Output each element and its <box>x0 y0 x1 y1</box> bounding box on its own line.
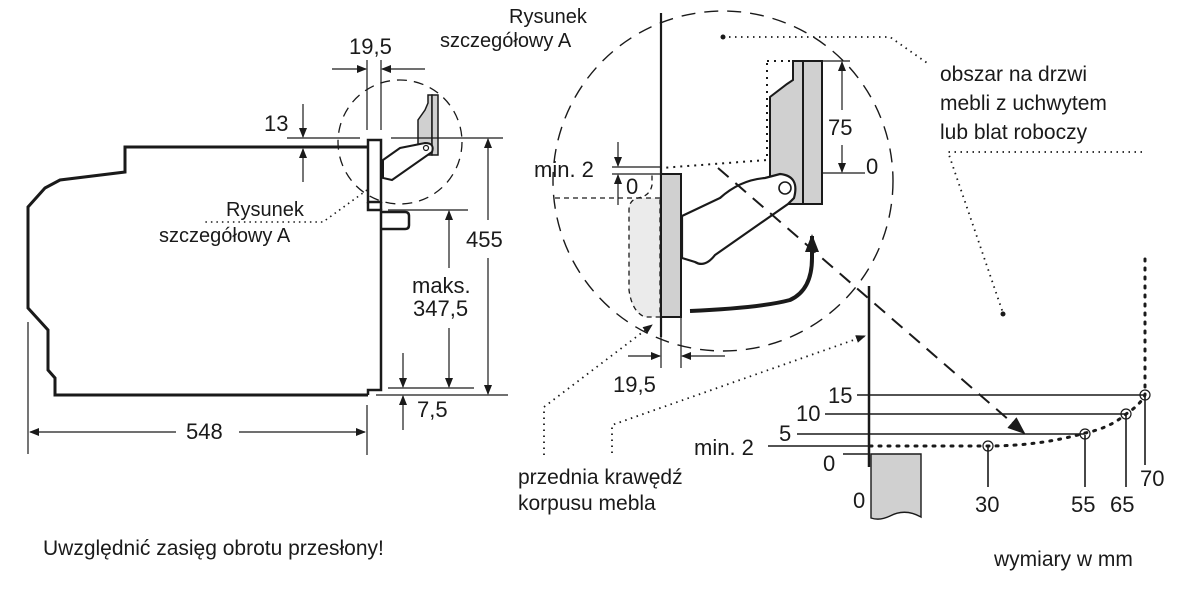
chart-x-label-55: 55 <box>1071 492 1096 517</box>
dim-19-5-top <box>332 60 425 130</box>
detail-ref-small-line1: Rysunek <box>226 199 304 221</box>
dim-548 <box>27 322 368 455</box>
detail-title-line1: Rysunek <box>509 6 587 28</box>
front-edge-label-line2: korpusu mebla <box>518 492 656 515</box>
detail-ref-small-line2: szczegółowy A <box>159 225 291 247</box>
detail-circle-large <box>552 10 894 352</box>
dim-min-2-detail-label: min. 2 <box>534 157 594 182</box>
units-note: wymiary w mm <box>994 548 1133 571</box>
chart-y-label-0: 0 <box>823 451 836 476</box>
chart-x-label-65: 65 <box>1110 492 1135 517</box>
area-label-line2: mebli z uchwytem <box>940 92 1107 115</box>
dim-455 <box>376 137 508 396</box>
dim-13 <box>287 104 360 182</box>
dim-7-5-label: 7,5 <box>417 397 448 422</box>
detail-leader-small <box>205 189 368 223</box>
chart-lines <box>768 394 1146 487</box>
clearance-points <box>982 389 1151 452</box>
oven-side-outline <box>26 145 368 397</box>
area-label-line1: obszar na drzwi <box>940 63 1088 86</box>
chart-y-label-min-2: min. 2 <box>694 435 754 460</box>
chart-x-label-30: 30 <box>975 492 1000 517</box>
dim-zero-right-label: 0 <box>866 154 879 179</box>
dim-455-label: 455 <box>466 227 503 252</box>
hinge-pivot <box>778 181 792 195</box>
detail-title-line2: szczegółowy A <box>440 30 572 52</box>
front-edge-leader-1 <box>543 324 653 455</box>
cabinet-edge-shade <box>628 197 661 318</box>
swivel-panel-small <box>382 94 439 182</box>
dim-maks-label: maks. <box>412 273 471 298</box>
area-leader-right <box>946 151 1142 314</box>
dim-347-5 <box>388 209 474 389</box>
swing-arrow <box>689 234 819 313</box>
hinge-arm <box>680 172 797 265</box>
dim-75-label: 75 <box>828 115 853 140</box>
oven-front-panel <box>366 138 411 395</box>
area-label-line3: lub blat roboczy <box>940 121 1088 144</box>
dim-zero-left-label: 0 <box>626 174 639 199</box>
chart-y-label-15: 15 <box>828 383 853 408</box>
warning-note: Uwzględnić zasięg obrotu przesłony! <box>43 537 384 560</box>
front-edge-label-line1: przednia krawędź <box>518 466 683 489</box>
swivel-panel-large <box>660 60 823 205</box>
dim-75 <box>822 60 865 174</box>
chart-x-label-70: 70 <box>1140 466 1165 491</box>
chart-y-label-5: 5 <box>779 421 792 446</box>
cabinet-edge-dash <box>555 173 653 199</box>
dim-min-2-detail <box>612 142 660 205</box>
dim-19-5-detail <box>628 318 725 368</box>
chart-x-label-0: 0 <box>853 488 866 513</box>
dim-548-label: 548 <box>186 419 223 444</box>
dim-19-5-detail-label: 19,5 <box>613 372 656 397</box>
dim-19-5-top-label: 19,5 <box>349 34 392 59</box>
cabinet-block <box>870 453 922 520</box>
dim-347-5-label: 347,5 <box>413 296 469 321</box>
area-leader-dot-top <box>720 34 726 40</box>
chart-y-label-10: 10 <box>796 401 821 426</box>
dim-13-label: 13 <box>264 111 289 136</box>
area-leader-dot-right <box>1000 311 1006 317</box>
front-panel-large <box>660 173 682 318</box>
clearance-curve <box>868 252 1147 448</box>
detail-circle-small <box>337 79 463 205</box>
